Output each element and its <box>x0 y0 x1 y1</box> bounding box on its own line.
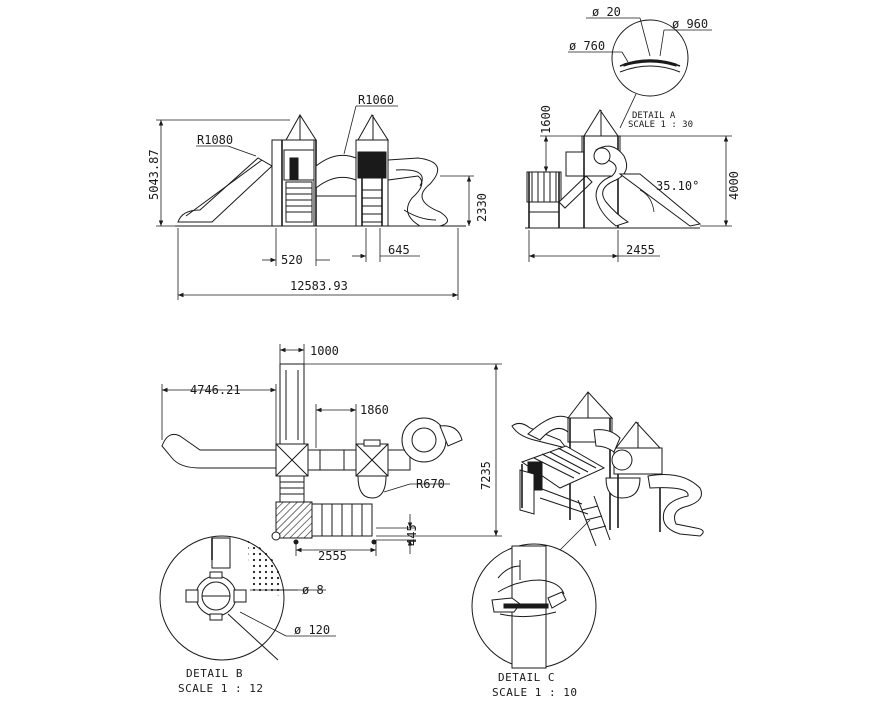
detail-a-title: DETAIL A <box>632 111 676 121</box>
side-elevation-view: 1600 4000 2455 35.10° <box>525 105 741 262</box>
side-2455-dim: 2455 <box>626 243 655 257</box>
front-total-dim: 12583.93 <box>290 279 348 293</box>
front-645-dim: 645 <box>388 243 410 257</box>
detail-b-scale: SCALE 1 : 12 <box>178 682 263 695</box>
detail-a-d760-dim: ø 760 <box>569 39 605 53</box>
side-angle-dim: 35.10° <box>656 179 699 193</box>
detail-c-title: DETAIL C <box>498 671 555 684</box>
detail-a: ø 20 ø 960 ø 760 DETAIL A SCALE 1 : 30 <box>568 5 712 130</box>
detail-b-d120-dim: ø 120 <box>294 623 330 637</box>
front-520-dim: 520 <box>281 253 303 267</box>
isometric-view <box>511 391 704 551</box>
front-height-dim: 5043.87 <box>147 149 161 200</box>
plan-r670-dim: R670 <box>416 477 445 491</box>
side-4000-dim: 4000 <box>727 171 741 200</box>
front-2330-dim: 2330 <box>475 193 489 222</box>
plan-2555-dim: 2555 <box>318 549 347 563</box>
plan-view: 1000 4746.21 1860 7235 R670 445 2555 <box>161 344 502 563</box>
front-elevation-view: 5043.87 2330 12583.93 520 645 R1080 R106… <box>147 93 489 300</box>
plan-7235-dim: 7235 <box>479 461 493 490</box>
plan-1860-dim: 1860 <box>360 403 389 417</box>
plan-445-dim: 445 <box>405 524 419 546</box>
detail-a-scale: SCALE 1 : 30 <box>628 120 693 130</box>
detail-c: DETAIL C SCALE 1 : 10 <box>471 543 597 699</box>
side-1600-dim: 1600 <box>539 105 553 134</box>
front-r1080-dim: R1080 <box>197 133 233 147</box>
detail-a-d20-dim: ø 20 <box>592 5 621 19</box>
detail-c-scale: SCALE 1 : 10 <box>492 686 577 699</box>
plan-4746-dim: 4746.21 <box>190 383 241 397</box>
detail-a-d960-dim: ø 960 <box>672 17 708 31</box>
front-r1060-dim: R1060 <box>358 93 394 107</box>
plan-1000-dim: 1000 <box>310 344 339 358</box>
detail-b: ø 8 ø 120 DETAIL B SCALE 1 : 12 <box>159 535 336 695</box>
detail-b-d8-dim: ø 8 <box>302 583 324 597</box>
detail-b-title: DETAIL B <box>186 667 243 680</box>
